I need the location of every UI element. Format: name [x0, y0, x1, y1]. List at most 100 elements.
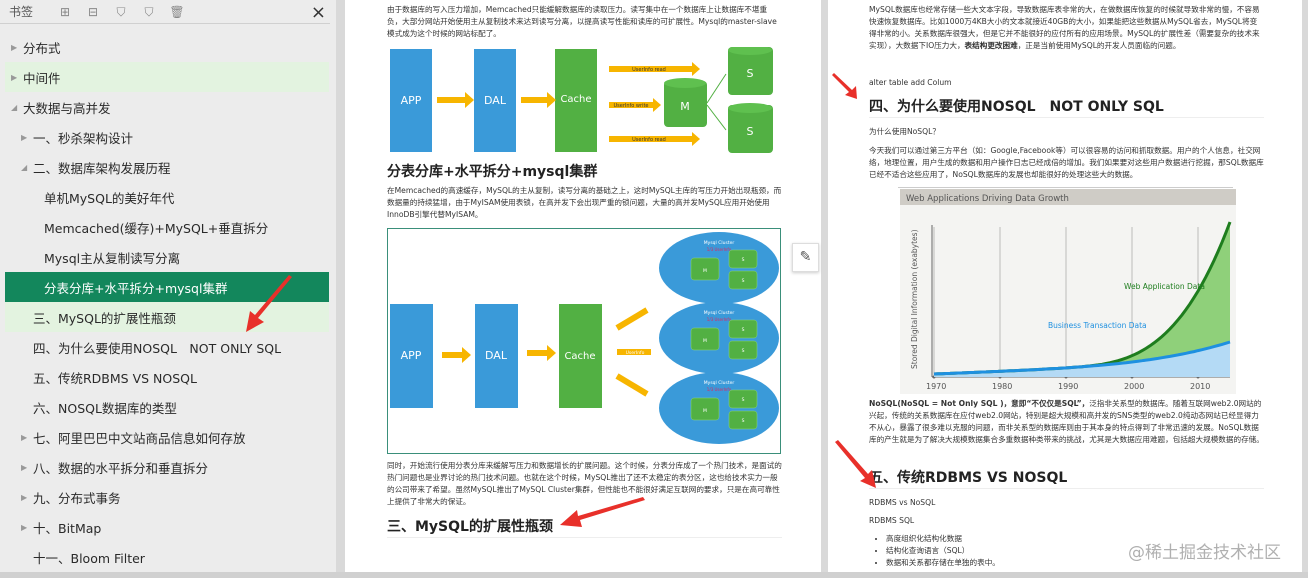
- expanded-arrow-icon[interactable]: ◢: [21, 162, 28, 172]
- sidebar-item[interactable]: ▶七、阿里巴巴中文站商品信息如何存放: [5, 422, 329, 452]
- paragraph: 为什么使用NoSQL？: [869, 127, 940, 136]
- sidebar-item[interactable]: ▶ 分布式: [5, 32, 329, 62]
- bullet-list: 高度组织化结构化数据 结构化查询语言（SQL） 数据和关系都存储在单独的表中。: [886, 533, 1000, 569]
- master-db: [664, 81, 707, 127]
- edit-annotation-button[interactable]: ✎: [792, 243, 819, 272]
- expanded-arrow-icon[interactable]: ◢: [11, 102, 18, 112]
- svg-text:M: M: [703, 408, 707, 414]
- collapsed-arrow-icon[interactable]: ▶: [11, 72, 18, 82]
- collapsed-arrow-icon[interactable]: ▶: [21, 462, 28, 472]
- x-tick-label: 2010: [1190, 382, 1210, 391]
- list-item: 高度组织化结构化数据: [886, 533, 1000, 545]
- sidebar-item[interactable]: ◢ 二、数据库架构发展历程: [5, 152, 329, 182]
- horizontal-scrollbar[interactable]: [0, 572, 1308, 578]
- mysql-cluster: Mysql Cluster 1/3 UserInfo M S S: [659, 232, 779, 304]
- section-heading: 三、MySQL的扩展性瓶颈: [387, 519, 553, 535]
- svg-text:UserInfo write: UserInfo write: [613, 103, 648, 109]
- sidebar-item-label: 十、BitMap: [33, 520, 102, 536]
- x-tick-label: 1970: [926, 382, 946, 391]
- collapsed-arrow-icon[interactable]: ▶: [21, 522, 28, 532]
- edit-bookmark-icon[interactable]: ⛉: [144, 4, 154, 19]
- sidebar-item-label: 分表分库+水平拆分+mysql集群: [44, 280, 228, 296]
- sidebar-item-label: 一、秒杀架构设计: [33, 130, 134, 146]
- collapsed-arrow-icon[interactable]: ▶: [21, 492, 28, 502]
- sidebar-item[interactable]: ◢ 大数据与高并发: [5, 92, 329, 122]
- svg-text:S: S: [747, 125, 754, 138]
- dal-box: [474, 49, 516, 152]
- sidebar-item[interactable]: 分表分库+水平拆分+mysql集群: [5, 272, 329, 302]
- collapsed-arrow-icon[interactable]: ▶: [21, 432, 28, 442]
- sidebar-item-label: 二、数据库架构发展历程: [33, 160, 171, 176]
- delete-icon[interactable]: 🗑: [169, 4, 185, 19]
- cache-box: [555, 49, 597, 152]
- sidebar-item-label: 大数据与高并发: [23, 100, 111, 116]
- svg-text:M: M: [703, 338, 707, 344]
- svg-text:M: M: [680, 100, 690, 113]
- x-tick-label: 1980: [992, 382, 1012, 391]
- collapse-all-icon[interactable]: ⊟: [87, 4, 99, 19]
- svg-text:DAL: DAL: [485, 349, 508, 362]
- x-tick-label: 2000: [1124, 382, 1144, 391]
- section-heading: 五、传统RDBMS VS NOSQL: [869, 470, 1068, 486]
- sidebar-item-label: 六、NOSQL数据库的类型: [33, 400, 177, 416]
- app-label: APP: [401, 94, 422, 107]
- master-slave-diagram: APP DAL Cache UserInfo read UserInfo wri…: [390, 47, 773, 153]
- sidebar-item[interactable]: Mysql主从复制读写分离: [5, 242, 329, 272]
- sidebar-item-label: 分布式: [23, 40, 61, 56]
- paragraph: 今天我们可以通过第三方平台（如：Google,Facebook等）可以很容易的访…: [869, 146, 1264, 179]
- figure-title: Web Applications Driving Data Growth: [906, 194, 1069, 204]
- svg-text:APP: APP: [401, 349, 422, 362]
- sidebar-item[interactable]: 六、NOSQL数据库的类型: [5, 392, 329, 422]
- paragraph: 由于数据库的写入压力增加，Memcached只能缓解数据库的读取压力。读写集中在…: [387, 5, 777, 38]
- svg-text:Mysql Cluster: Mysql Cluster: [704, 310, 735, 316]
- svg-text:S: S: [742, 348, 745, 354]
- sidebar-item[interactable]: ▶ 八、数据的水平拆分和垂直拆分: [5, 452, 329, 482]
- sidebar-item[interactable]: ▶ 中间件: [5, 62, 329, 92]
- sidebar-item[interactable]: ▶九、分布式事务: [5, 482, 329, 512]
- sidebar-item[interactable]: Memcached(缓存)+MySQL+垂直拆分: [5, 212, 329, 242]
- sidebar-item-label: 八、数据的水平拆分和垂直拆分: [33, 460, 209, 476]
- paragraph: RDBMS SQL: [869, 516, 915, 525]
- collapsed-arrow-icon[interactable]: ▶: [11, 42, 18, 52]
- collapsed-arrow-icon[interactable]: ▶: [21, 132, 28, 142]
- sidebar-item[interactable]: 四、为什么要使用NOSQL NOT ONLY SQL: [5, 332, 329, 362]
- sidebar-item[interactable]: 五、传统RDBMS VS NOSQL: [5, 362, 329, 392]
- svg-text:UserInfo: UserInfo: [626, 350, 645, 356]
- divider: [869, 488, 1264, 489]
- sidebar-item-label: 三、MySQL的扩展性瓶颈: [33, 310, 176, 326]
- divider: [869, 117, 1264, 118]
- paragraph: NoSQL(NoSQL = Not Only SQL )，意即“不仅仅是SQL”…: [869, 399, 1264, 444]
- sidebar-item[interactable]: 单机MySQL的美好年代: [5, 182, 329, 212]
- userinfo-arrows: UserInfo: [615, 307, 651, 397]
- paragraph: RDBMS vs NoSQL: [869, 498, 936, 507]
- sidebar-item[interactable]: 三、MySQL的扩展性瓶颈: [5, 302, 329, 332]
- svg-text:Mysql Cluster: Mysql Cluster: [704, 380, 735, 386]
- dal-label: DAL: [484, 94, 507, 107]
- divider: [898, 187, 1233, 188]
- add-bookmark-icon[interactable]: ⛉: [116, 4, 126, 19]
- svg-text:S: S: [742, 257, 745, 263]
- sidebar-item-label: 中间件: [23, 70, 61, 86]
- expand-all-icon[interactable]: ⊞: [59, 4, 71, 19]
- pencil-icon: ✎: [799, 249, 812, 265]
- document-page-right: MySQL数据库也经常存储一些大文本字段，导致数据库表非常的大，在做数据库恢复的…: [828, 0, 1302, 572]
- svg-text:UserInfo read: UserInfo read: [632, 137, 666, 143]
- sidebar-item-label: Mysql主从复制读写分离: [44, 250, 181, 266]
- sidebar-item-label: Memcached(缓存)+MySQL+垂直拆分: [44, 220, 269, 236]
- paragraph: MySQL数据库也经常存储一些大文本字段，导致数据库表非常的大，在做数据库恢复的…: [869, 5, 1260, 50]
- business-series-line: [933, 340, 1231, 376]
- svg-text:1/3 UserInfo: 1/3 UserInfo: [707, 247, 732, 252]
- svg-text:S: S: [742, 327, 745, 333]
- close-icon[interactable]: ×: [310, 2, 326, 23]
- svg-text:S: S: [742, 278, 745, 284]
- watermark: @稀土掘金技术社区: [1128, 543, 1281, 563]
- svg-text:1/3 UserInfo: 1/3 UserInfo: [707, 387, 732, 392]
- code-line: alter table add Colum: [869, 78, 952, 87]
- sidebar-item[interactable]: 十一、Bloom Filter: [5, 542, 329, 572]
- data-growth-figure: Web Applications Driving Data Growth 197…: [900, 189, 1236, 394]
- sidebar-item[interactable]: ▶ 十、BitMap: [5, 512, 329, 542]
- mysql-cluster-diagram: APP DAL Cache UserInfo Mysql Cluster 1/3…: [387, 228, 781, 454]
- mysql-cluster: Mysql Cluster 1/3 UserInfo M S S: [659, 372, 779, 444]
- sidebar-item[interactable]: ▶ 一、秒杀架构设计: [5, 122, 329, 152]
- sidebar-title: 书签: [9, 5, 34, 19]
